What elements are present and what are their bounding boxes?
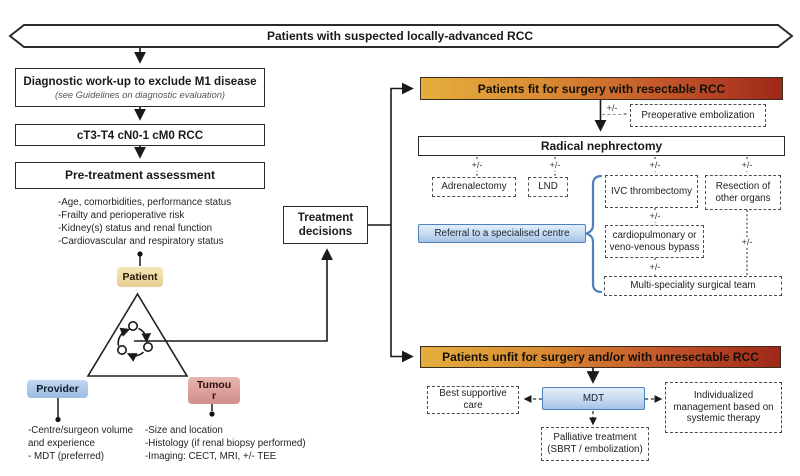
provider-pill-label: Provider xyxy=(36,382,79,395)
adrenalectomy-label: Adrenalectomy xyxy=(441,181,507,193)
diagnostic-workup-title: Diagnostic work-up to exclude M1 disease xyxy=(23,74,257,88)
patient-pill: Patient xyxy=(117,267,163,287)
ivc-thrombectomy-label: IVC thrombectomy xyxy=(610,185,693,197)
radical-nephrectomy-box: Radical nephrectomy xyxy=(418,136,785,156)
resection-other-organs-box: Resection of other organs xyxy=(705,175,781,210)
multi-speciality-team-label: Multi-speciality surgical team xyxy=(630,280,756,292)
mdt-label: MDT xyxy=(582,393,605,404)
assessment-factor: -Age, comorbidities, performance status xyxy=(58,197,232,208)
assessment-factors-list: -Age, comorbidities, performance status … xyxy=(58,196,273,248)
plus-minus-resection: +/- xyxy=(737,160,757,171)
stage-label: cT3-T4 cN0-1 cM0 RCC xyxy=(76,128,204,142)
pretreatment-assessment-box: Pre-treatment assessment xyxy=(15,162,265,189)
individualized-management-label: Individualized management based on syste… xyxy=(673,389,774,425)
fit-banner: Patients fit for surgery with resectable… xyxy=(420,77,783,100)
pretreatment-assessment-title: Pre-treatment assessment xyxy=(64,168,216,182)
tumour-pill-label-line2: r xyxy=(211,389,217,402)
plus-minus-team: +/- xyxy=(645,262,665,273)
bypass-box: cardiopulmonary or veno-venous bypass xyxy=(605,225,704,258)
radical-nephrectomy-label: Radical nephrectomy xyxy=(540,138,663,153)
treatment-decisions-label: Treatment decisions xyxy=(297,211,354,238)
individualized-management-box: Individualized management based on syste… xyxy=(665,382,782,433)
preoperative-embolization-label: Preoperative embolization xyxy=(641,109,755,121)
assessment-factor: -Kidney(s) status and renal function xyxy=(58,223,213,234)
plus-minus-adrenalectomy: +/- xyxy=(467,160,487,171)
preoperative-embolization-box: Preoperative embolization xyxy=(630,104,766,127)
tumour-factor: -Imaging: CECT, MRI, +/- TEE xyxy=(145,451,277,462)
treatment-decisions-box: Treatment decisions xyxy=(283,206,368,244)
provider-factor: - MDT (preferred) xyxy=(28,451,105,462)
referral-specialised-centre-box: Referral to a specialised centre xyxy=(418,224,586,243)
provider-pill: Provider xyxy=(27,380,88,398)
ivc-thrombectomy-box: IVC thrombectomy xyxy=(605,175,698,208)
tumour-pill: Tumou r xyxy=(188,377,240,404)
top-banner-shape xyxy=(8,24,794,48)
lnd-label: LND xyxy=(538,181,558,193)
patient-pill-label: Patient xyxy=(122,270,158,283)
assessment-factor: -Cardiovascular and respiratory status xyxy=(58,236,224,247)
stage-box: cT3-T4 cN0-1 cM0 RCC xyxy=(15,124,265,146)
referral-specialised-centre-label: Referral to a specialised centre xyxy=(434,228,570,239)
best-supportive-care-label: Best supportive care xyxy=(439,388,507,411)
cycle-icon xyxy=(117,320,154,362)
triad-triangle xyxy=(86,292,189,377)
unfit-banner-label: Patients unfit for surgery and/or with u… xyxy=(442,350,759,364)
top-banner-title: Patients with suspected locally-advanced… xyxy=(266,29,534,43)
best-supportive-care-box: Best supportive care xyxy=(427,386,519,414)
resection-other-organs-label: Resection of other organs xyxy=(715,180,771,204)
provider-factor: and experience xyxy=(28,438,95,449)
plus-minus-preop: +/- xyxy=(602,103,622,114)
multi-speciality-team-box: Multi-speciality surgical team xyxy=(604,276,782,296)
plus-minus-ivc: +/- xyxy=(645,160,665,171)
palliative-treatment-box: Palliative treatment (SBRT / embolizatio… xyxy=(541,427,649,461)
palliative-treatment-label: Palliative treatment (SBRT / embolizatio… xyxy=(547,432,643,455)
plus-minus-lnd: +/- xyxy=(545,160,565,171)
tumour-factor: -Size and location xyxy=(145,425,223,436)
unfit-banner: Patients unfit for surgery and/or with u… xyxy=(420,346,781,368)
lnd-box: LND xyxy=(528,177,568,197)
tumour-pill-label-line1: Tumou xyxy=(196,378,232,391)
bypass-label: cardiopulmonary or veno-venous bypass xyxy=(609,229,700,253)
specialised-centre-brace xyxy=(582,174,603,294)
diagnostic-workup-subtitle: (see Guidelines on diagnostic evaluation… xyxy=(54,89,226,100)
diagnostic-workup-box: Diagnostic work-up to exclude M1 disease… xyxy=(15,68,265,107)
adrenalectomy-box: Adrenalectomy xyxy=(432,177,516,197)
assessment-factor: -Frailty and perioperative risk xyxy=(58,210,185,221)
provider-factors-list: -Centre/surgeon volume and experience - … xyxy=(28,424,153,463)
plus-minus-resection-team: +/- xyxy=(737,237,757,248)
mdt-box: MDT xyxy=(542,387,645,410)
provider-factor: -Centre/surgeon volume xyxy=(28,425,134,436)
tumour-factor: -Histology (if renal biopsy performed) xyxy=(145,438,306,449)
fit-banner-label: Patients fit for surgery with resectable… xyxy=(477,81,726,96)
tumour-factors-list: -Size and location -Histology (if renal … xyxy=(145,424,340,463)
plus-minus-bypass: +/- xyxy=(645,211,665,222)
